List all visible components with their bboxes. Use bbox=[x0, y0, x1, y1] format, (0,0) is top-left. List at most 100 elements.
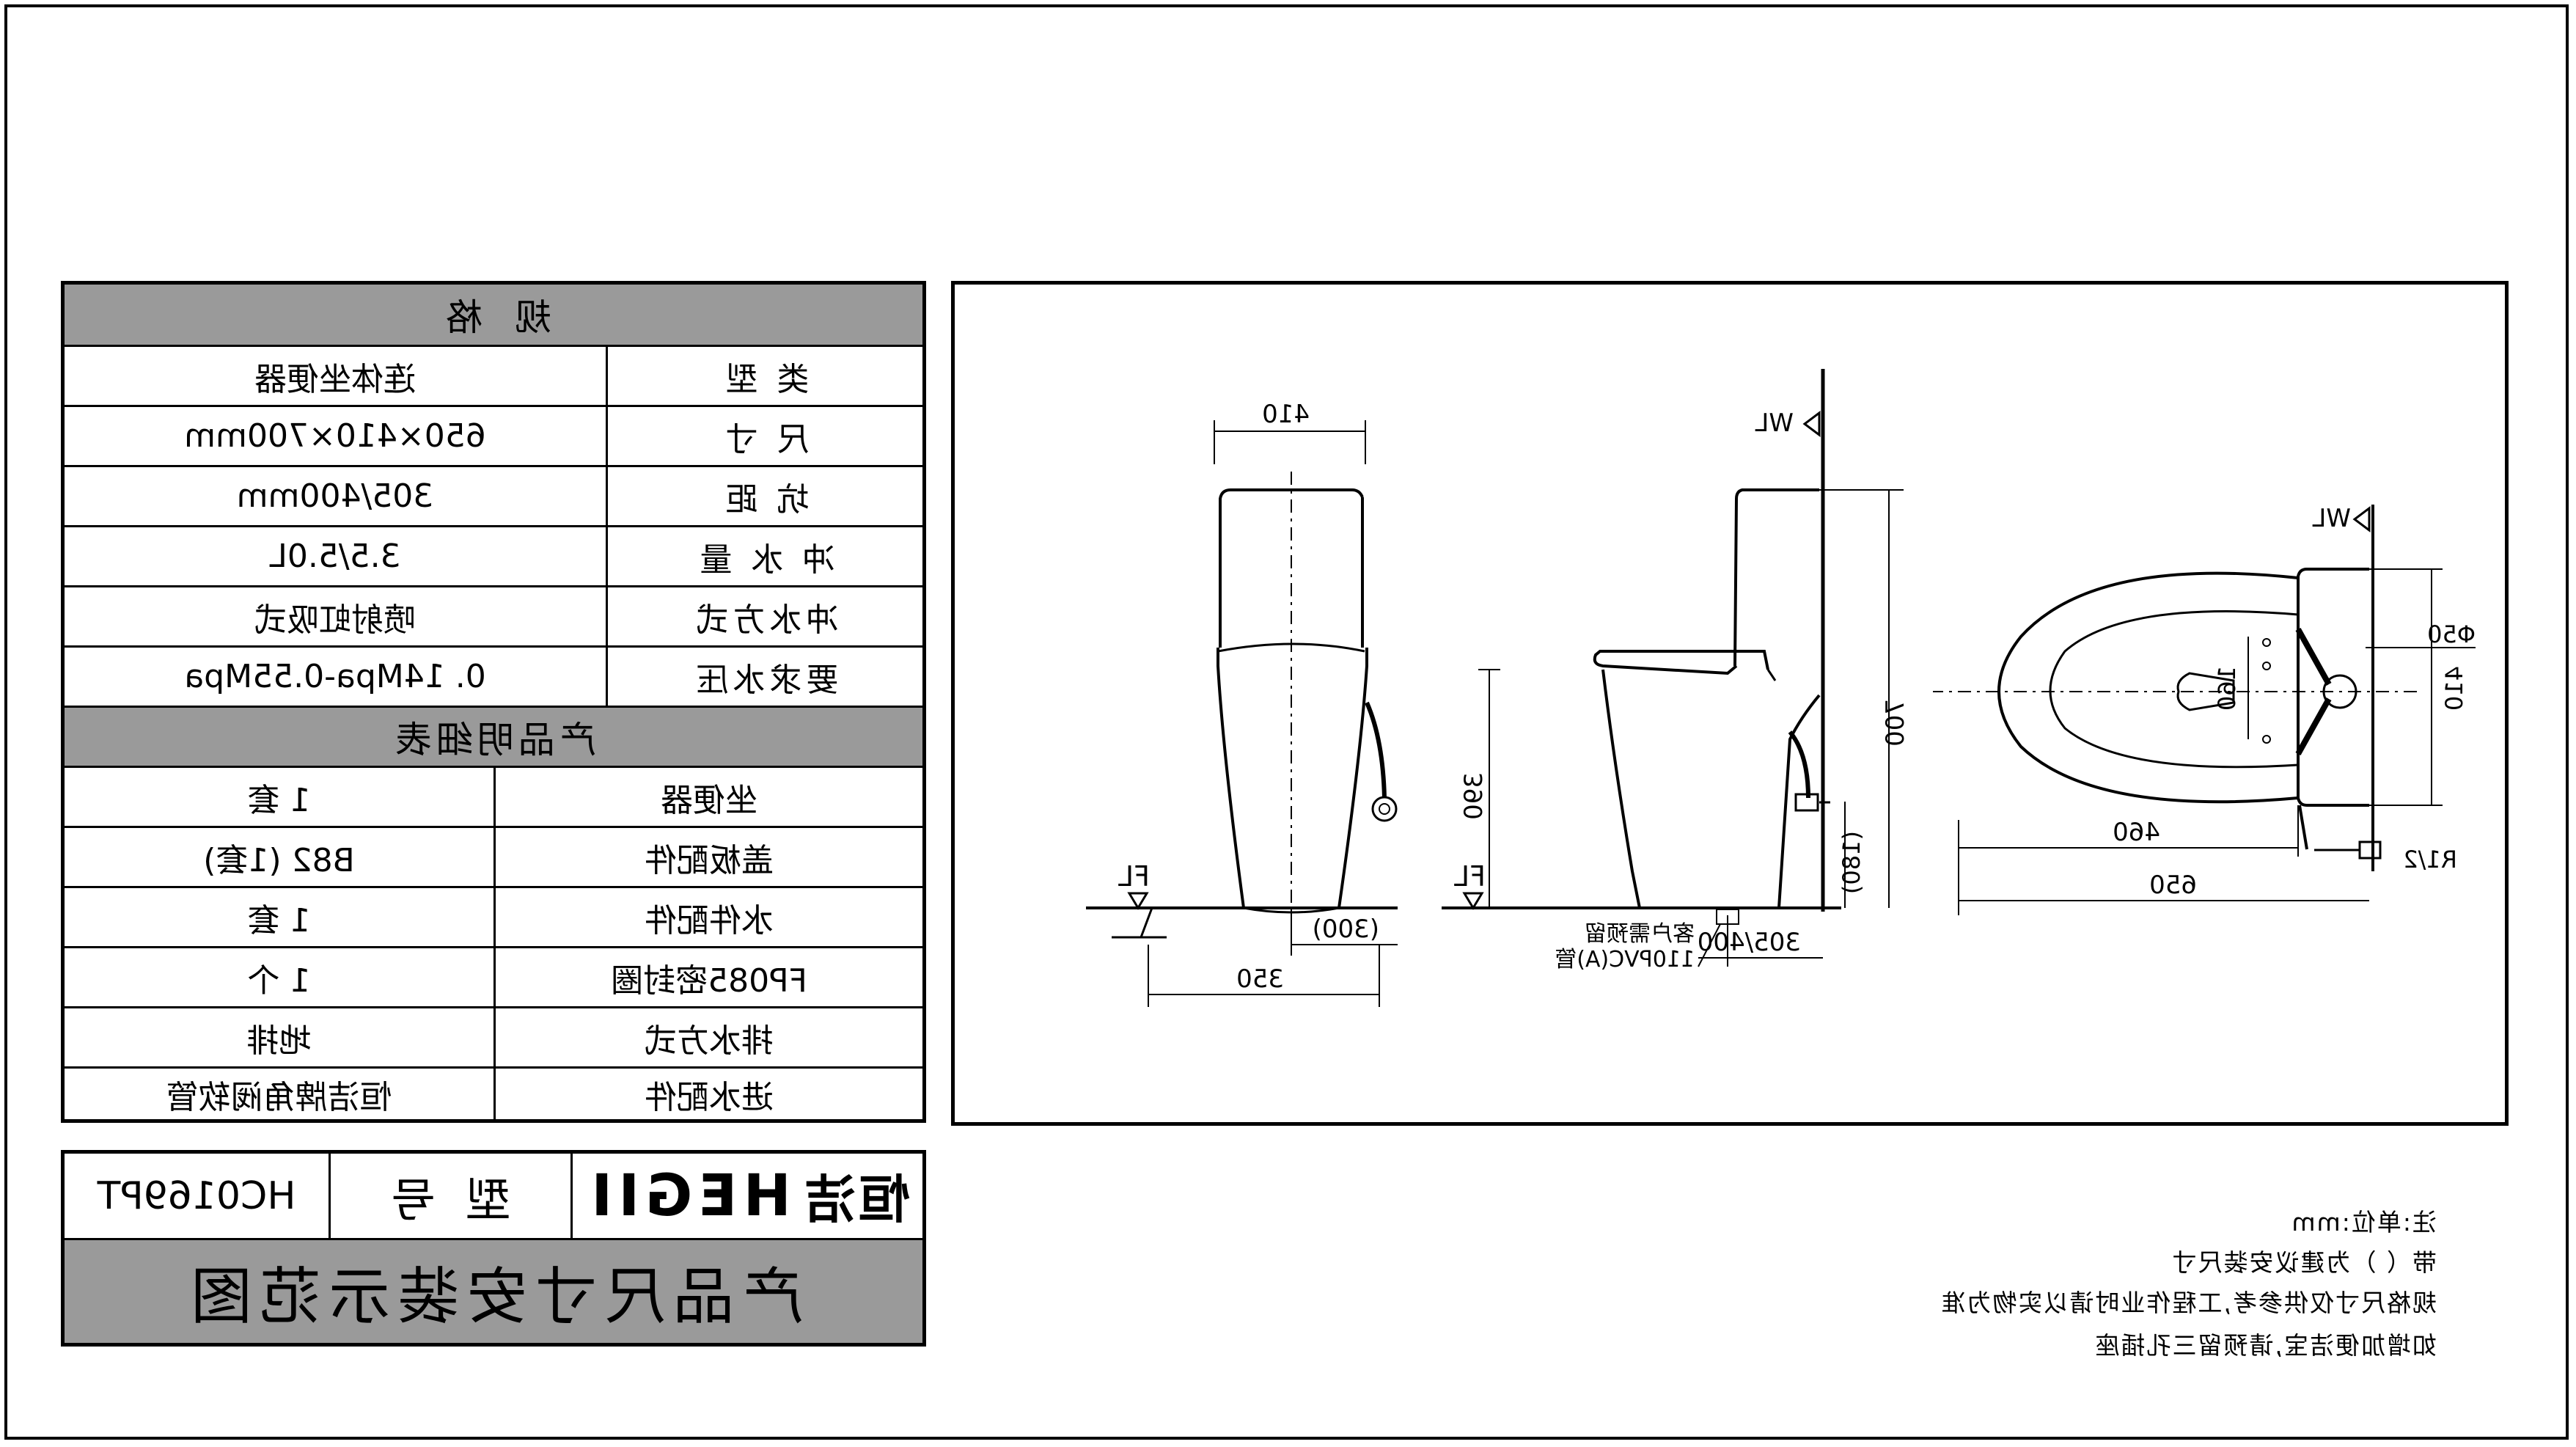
spec-value: 650×410×700mm bbox=[184, 417, 486, 455]
brand-row: 恒洁 HEGII 型号 HC0169PT bbox=[65, 1154, 922, 1240]
dim-390-label: 390 bbox=[1459, 772, 1489, 820]
part-value: B82 (1套) bbox=[203, 841, 355, 879]
front-valve-icon bbox=[1371, 796, 1398, 822]
parts-row: 水件配件 1 套 bbox=[65, 886, 922, 946]
title-block: 恒洁 HEGII 型号 HC0169PT 产品尺寸安装示范图 bbox=[61, 1150, 926, 1347]
drawing-svg: FL 410 bbox=[1086, 369, 2476, 1007]
spec-row-pressure: 要求水压 0. 14Mpa-0.55Mpa bbox=[65, 645, 922, 706]
top-tank bbox=[2297, 568, 2369, 807]
side-wall-label: WL bbox=[1755, 409, 1794, 438]
spec-label: 尺 寸 bbox=[606, 407, 922, 465]
side-wall-marker bbox=[1802, 411, 1821, 437]
front-floor-marker bbox=[1127, 892, 1149, 910]
top-drain bbox=[2176, 672, 2235, 711]
note-suggested: 带（ ）为建议安装尺寸 bbox=[2170, 1248, 2437, 1277]
part-label: 盖板配件 bbox=[493, 828, 922, 886]
side-tank bbox=[1733, 488, 1819, 667]
part-label: 坐便器 bbox=[493, 768, 922, 826]
brand-cn: 恒洁 bbox=[801, 1170, 910, 1230]
pipe-note: 客户需预留 110PVC(A)管 bbox=[1555, 921, 1695, 972]
parts-row: 进水配件 恒洁牌角阀软管 bbox=[65, 1066, 922, 1119]
dim-350-label: 350 bbox=[1236, 964, 1284, 994]
spec-label: 类 型 bbox=[606, 347, 922, 405]
pipe-note-line-1: 客户需预留 bbox=[1585, 921, 1695, 947]
front-floor-hatch bbox=[1112, 907, 1167, 939]
parts-header: 产品明细表 bbox=[65, 706, 922, 766]
spec-label: 冲水方式 bbox=[606, 587, 922, 645]
top-hole bbox=[2262, 638, 2271, 647]
parts-row: 盖板配件 B82 (1套) bbox=[65, 826, 922, 886]
model-value: HC0169PT bbox=[97, 1173, 296, 1218]
side-hose bbox=[1788, 730, 1810, 799]
spec-row-flush-volume: 冲 水 量 3.5/5.0L bbox=[65, 525, 922, 585]
dim-top-410-label: 410 bbox=[2440, 666, 2468, 711]
dim-410-label: 410 bbox=[1262, 400, 1310, 429]
drawing-panel: FL 410 bbox=[951, 281, 2509, 1126]
top-wall-label: WL bbox=[2312, 504, 2351, 533]
top-wall-marker bbox=[2352, 506, 2371, 532]
top-thread-label: R1/2 bbox=[2403, 846, 2457, 873]
side-bowl bbox=[1601, 669, 1821, 909]
part-value: 地排 bbox=[246, 1022, 312, 1060]
front-lid-line bbox=[1217, 642, 1365, 653]
spec-value: 305/400mm bbox=[236, 477, 434, 515]
note-socket: 如增加便洁宝,请预留三孔插座 bbox=[2094, 1331, 2437, 1360]
front-valve-core bbox=[1379, 803, 1390, 815]
model-label: 型号 bbox=[329, 1154, 570, 1238]
part-label: 进水配件 bbox=[493, 1069, 922, 1119]
spec-row-size: 尺 寸 650×410×700mm bbox=[65, 405, 922, 465]
spec-row-flush-type: 冲水方式 喷射虹吸式 bbox=[65, 585, 922, 645]
dim-50-label: Φ50 bbox=[2427, 620, 2476, 648]
side-valve-icon bbox=[1794, 793, 1819, 812]
parts-row: 排水方式 地排 bbox=[65, 1006, 922, 1066]
part-label: 排水方式 bbox=[493, 1008, 922, 1066]
dim-pit-label: 305/400 bbox=[1698, 928, 1801, 957]
brand-logo: 恒洁 HEGII bbox=[570, 1154, 922, 1238]
spec-value: 连体坐便器 bbox=[254, 360, 416, 398]
front-view: FL 410 bbox=[1086, 400, 1398, 1007]
note-unit: 注:单位:mm bbox=[2290, 1208, 2437, 1237]
pipe-note-leader bbox=[1698, 923, 1721, 967]
side-seat-edge bbox=[1766, 669, 1777, 681]
spec-header: 规 格 bbox=[65, 285, 922, 345]
dim-160-label: 160 bbox=[2213, 666, 2241, 711]
side-floor-marker bbox=[1462, 892, 1484, 910]
spec-label: 冲 水 量 bbox=[606, 527, 922, 585]
front-bowl bbox=[1217, 648, 1368, 909]
top-inlet-arrows bbox=[2295, 628, 2332, 755]
side-seat bbox=[1593, 650, 1769, 675]
parts-row: 坐便器 1 套 bbox=[65, 766, 922, 826]
top-valve-icon bbox=[2358, 840, 2382, 860]
front-tank bbox=[1219, 488, 1364, 648]
spec-row-type: 类 型 连体坐便器 bbox=[65, 345, 922, 405]
spec-label: 要求水压 bbox=[606, 648, 922, 706]
dim-700-label: 700 bbox=[1881, 699, 1910, 747]
top-hose bbox=[2298, 805, 2308, 850]
page-title: 产品尺寸安装示范图 bbox=[65, 1240, 922, 1343]
part-value: 1 个 bbox=[247, 961, 311, 1000]
spec-label: 坑 距 bbox=[606, 467, 922, 525]
front-floor-label: FL bbox=[1118, 860, 1150, 893]
part-value: 1 套 bbox=[247, 901, 311, 939]
pipe-note-line-2: 110PVC(A)管 bbox=[1555, 947, 1695, 972]
front-hose bbox=[1365, 701, 1387, 799]
top-hole bbox=[2262, 662, 2271, 670]
part-label: 水件配件 bbox=[493, 888, 922, 946]
spec-row-pit: 坑 距 305/400mm bbox=[65, 465, 922, 525]
top-view: WL bbox=[1933, 504, 2476, 915]
part-value: 恒洁牌角阀软管 bbox=[166, 1078, 392, 1116]
spec-value: 3.5/5.0L bbox=[269, 538, 401, 575]
top-bowl-inner bbox=[2049, 610, 2299, 769]
side-view: FL WL 700 bbox=[1442, 369, 1910, 972]
spec-table: 规 格 类 型 连体坐便器 尺 寸 650×410×700mm 坑 距 305/… bbox=[61, 281, 926, 1123]
note-reference: 规格尺寸仅供参考,工程作业时请以实物为准 bbox=[1940, 1289, 2437, 1317]
part-label: FP085密封圈 bbox=[493, 948, 922, 1006]
side-floor-label: FL bbox=[1454, 860, 1486, 893]
dim-180-label: (180) bbox=[1838, 831, 1865, 894]
dim-300-label: (300) bbox=[1313, 915, 1379, 944]
page-frame bbox=[4, 4, 2569, 1440]
spec-value: 0. 14Mpa-0.55Mpa bbox=[184, 658, 486, 695]
dim-650-label: 650 bbox=[2149, 871, 2197, 900]
part-value: 1 套 bbox=[247, 781, 311, 819]
